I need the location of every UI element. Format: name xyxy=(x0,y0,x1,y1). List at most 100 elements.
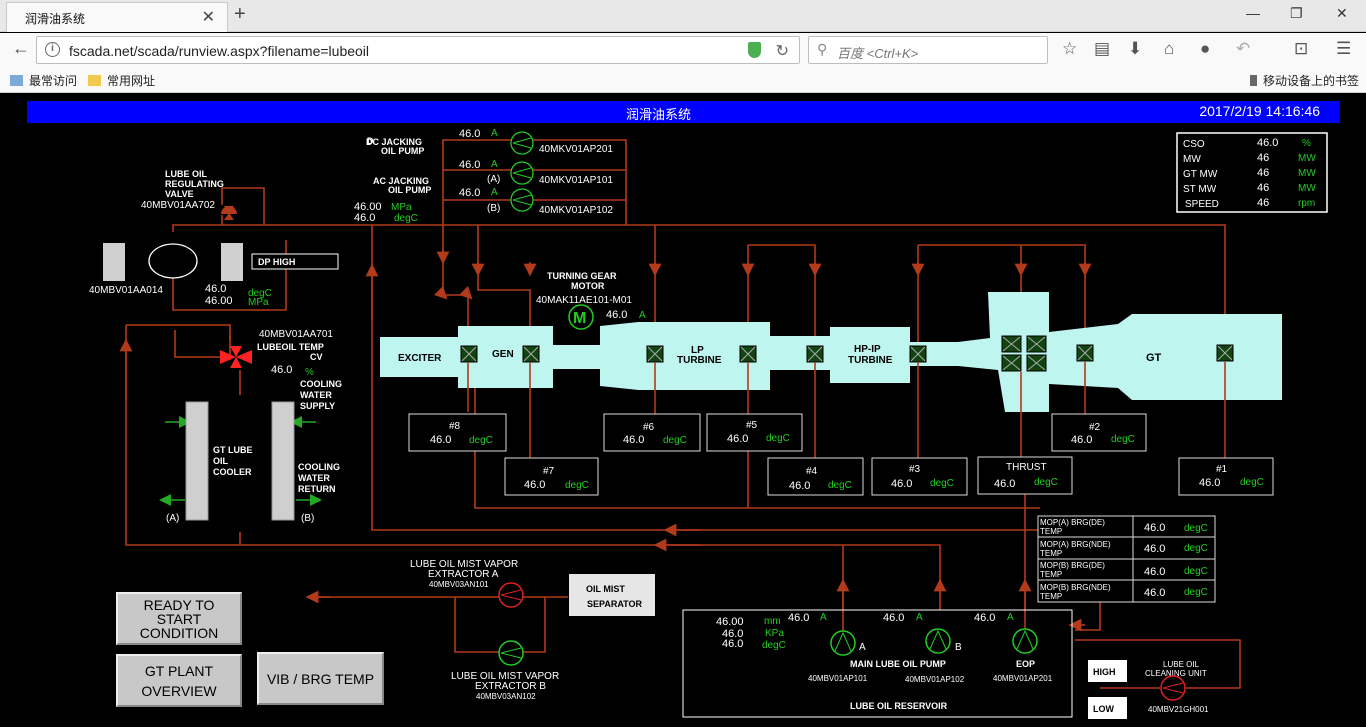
cooler-b-icon[interactable] xyxy=(271,401,295,521)
pump-symbol-icon xyxy=(512,194,532,206)
extractor-b-label-l2: EXTRACTOR B xyxy=(475,681,546,692)
regulating-valve-label-l2: REGULATING xyxy=(165,179,224,189)
extractor-a-tag: 40MBV03AN101 xyxy=(429,580,489,589)
eop-pump-icon[interactable] xyxy=(1012,628,1038,654)
hpip-turbine-icon[interactable] xyxy=(830,327,910,383)
bearing-thrust-box[interactable] xyxy=(977,456,1073,495)
temp-cv-value: 46.0 xyxy=(271,364,292,376)
turning-gear-tag: 40MAK11AE101-M01 xyxy=(536,295,632,306)
lube-oil-diagram: .p { stroke: #b33a1a; stroke-width: 1.6;… xyxy=(89,128,1328,719)
status-label: GT MW xyxy=(1183,169,1218,180)
mop-a-amp-unit: A xyxy=(820,612,827,623)
extractor-b-tag: 40MBV03AN102 xyxy=(476,692,536,701)
bookmark-most-visited[interactable]: 最常访问 xyxy=(10,72,77,89)
bearing-temp-boxes: #8 46.0 degC #7 46.0 degC #6 46.0 degC #… xyxy=(408,413,1274,496)
bearing-6-box[interactable] xyxy=(603,413,701,452)
bearing-6-value: 46.0 xyxy=(623,434,644,446)
bookmark-mobile[interactable]: 移动设备上的书签 xyxy=(1250,72,1359,89)
undo-icon[interactable]: ↶ xyxy=(1236,39,1251,58)
maximize-icon[interactable]: ❐ xyxy=(1290,5,1303,21)
reload-icon[interactable]: ↻ xyxy=(775,43,789,60)
cooler-side-b: (B) xyxy=(301,513,314,524)
back-icon[interactable]: ← xyxy=(12,38,30,58)
pipe-network xyxy=(119,139,1241,689)
new-tab-icon[interactable]: + xyxy=(234,3,246,25)
scada-canvas: 润滑油系统 2017/2/19 14:16:46 .p { stroke: #b… xyxy=(0,94,1366,727)
eop-label: EOP xyxy=(1016,659,1035,669)
reservoir-group: 46.00 mm 46.0 KPa 46.0 degC 46.0 A 46.0 … xyxy=(682,609,1073,718)
bearing-8-name: #8 xyxy=(449,421,461,432)
reservoir-pressure: 46.0 xyxy=(722,628,743,640)
mop-a-nde-label-l1: MOP(A) BRG(NDE) xyxy=(1040,540,1111,549)
jop-b-pump-icon[interactable] xyxy=(510,188,534,212)
mop-b-de-value: 46.0 xyxy=(1144,566,1165,578)
filter-selector-icon[interactable] xyxy=(148,243,198,279)
search-bar[interactable]: ⚲ 百度 <Ctrl+K> xyxy=(808,36,1048,64)
cleaning-unit-group: HIGH LOW LUBE OIL CLEANING UNIT 40MBV21G… xyxy=(1088,660,1209,719)
info-icon[interactable]: i xyxy=(45,42,60,57)
status-value: 46 xyxy=(1257,152,1269,164)
oil-mist-separator-icon[interactable] xyxy=(569,574,655,616)
mop-a-pump-icon[interactable] xyxy=(830,630,856,656)
machine-train: EXCITER GEN LP TURBINE HP-IP TURBINE GT xyxy=(380,292,1282,508)
minimize-icon[interactable]: — xyxy=(1246,5,1260,21)
cooling-return-l2: WATER xyxy=(298,473,330,483)
search-input[interactable]: 百度 <Ctrl+K> xyxy=(837,46,919,61)
cooler-side-a: (A) xyxy=(166,513,179,524)
bearing-7-box[interactable] xyxy=(504,457,599,496)
dc-jacking-label: D xyxy=(367,136,374,146)
download-icon[interactable]: ⬇ xyxy=(1128,39,1143,58)
cleaning-unit-icon[interactable] xyxy=(1160,675,1186,701)
bearing-8-box[interactable] xyxy=(408,413,507,452)
bearing-2-box[interactable] xyxy=(1051,413,1147,452)
chat-icon[interactable]: ● xyxy=(1200,39,1211,58)
mop-b-pump-icon[interactable] xyxy=(925,628,951,654)
bookmark-common-sites[interactable]: 常用网址 xyxy=(88,72,155,89)
star-icon[interactable]: ☆ xyxy=(1062,39,1078,58)
reader-icon[interactable]: ▤ xyxy=(1094,39,1111,58)
lp-turbine-label-l1: LP xyxy=(691,345,704,356)
hpip-label-l1: HP-IP xyxy=(854,344,881,355)
ac-jacking-label-l1: AC JACKING xyxy=(373,176,429,186)
jop-dc-pump-icon[interactable] xyxy=(510,131,534,155)
jop-a-pump-icon[interactable] xyxy=(510,161,534,185)
status-unit: MW xyxy=(1298,168,1316,179)
url-text[interactable]: fscada.net/scada/runview.aspx?filename=l… xyxy=(69,43,370,59)
vib-brg-temp-button[interactable]: VIB / BRG TEMP xyxy=(257,652,384,705)
jop-dc-tag: 40MKV01AP201 xyxy=(539,144,613,155)
window-close-icon[interactable]: ✕ xyxy=(1336,5,1348,21)
turning-gear-motor-icon[interactable] xyxy=(568,304,594,330)
filter-b-icon[interactable] xyxy=(221,243,243,281)
bearing-3-box[interactable] xyxy=(871,457,968,496)
crop-icon[interactable]: ⊡ xyxy=(1294,39,1309,58)
extractor-b-fan-icon[interactable] xyxy=(498,640,524,666)
home-icon[interactable]: ⌂ xyxy=(1164,39,1175,58)
browser-tab[interactable]: 润滑油系统 ✕ xyxy=(6,2,228,32)
extractor-a-fan-icon[interactable] xyxy=(498,582,524,608)
cleaning-label-l1: LUBE OIL xyxy=(1163,660,1200,669)
low-indicator xyxy=(1088,697,1127,719)
gas-turbine-icon[interactable] xyxy=(958,292,1282,412)
filter-a-icon[interactable] xyxy=(103,243,125,281)
url-bar[interactable]: i fscada.net/scada/runview.aspx?filename… xyxy=(36,36,800,64)
jop-b-amp-unit: A xyxy=(491,187,498,198)
status-value: 46.0 xyxy=(1257,137,1278,149)
mop-b-de-label-l2: TEMP xyxy=(1040,570,1062,579)
filter-group: DP HIGH 40MBV01AA014 46.0 degC 46.00 MPa xyxy=(89,243,339,308)
lp-turbine-label-l2: TURBINE xyxy=(677,355,722,366)
cooler-a-icon[interactable] xyxy=(185,401,209,521)
bearing-5-box[interactable] xyxy=(706,413,803,452)
lp-turbine-icon[interactable] xyxy=(600,322,770,390)
exciter-icon[interactable] xyxy=(380,337,458,377)
menu-icon[interactable]: ☰ xyxy=(1336,39,1352,58)
tab-close-icon[interactable]: ✕ xyxy=(201,9,215,26)
ready-to-start-button[interactable]: READY TO START CONDITION xyxy=(116,592,242,645)
cooling-return-l1: COOLING xyxy=(298,462,340,472)
mop-a-de-unit: degC xyxy=(1184,523,1208,534)
gt-label: GT xyxy=(1146,352,1162,364)
bearing-1-box[interactable] xyxy=(1178,457,1274,496)
bearing-4-box[interactable] xyxy=(767,457,864,496)
gt-plant-overview-button[interactable]: GT PLANT OVERVIEW xyxy=(116,654,242,707)
bearing-7-unit: degC xyxy=(565,480,589,491)
reservoir-pressure-unit: KPa xyxy=(765,628,784,639)
